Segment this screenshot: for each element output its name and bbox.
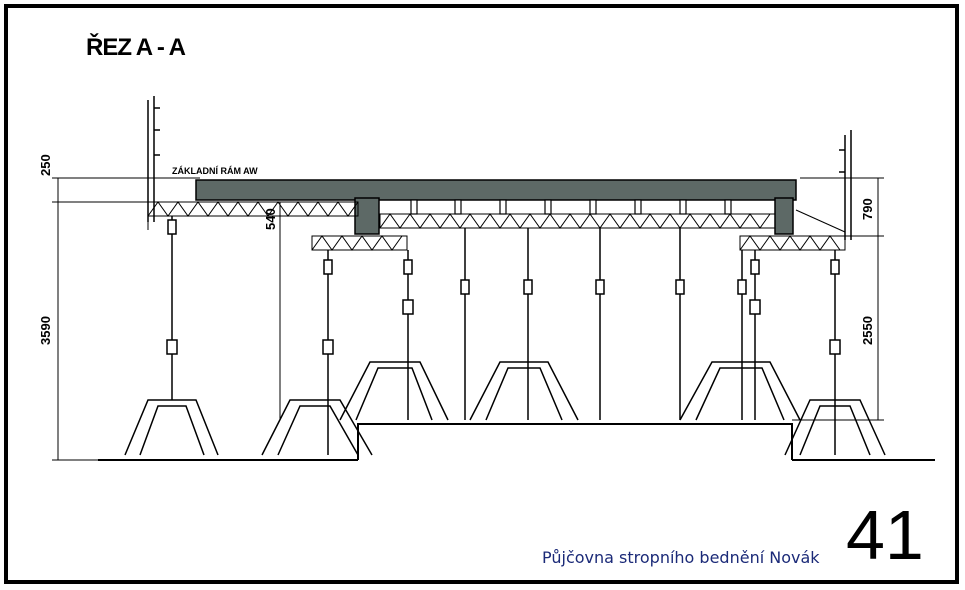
dimension-lines: [52, 177, 884, 461]
dim-250: 250: [38, 154, 53, 176]
ground: [98, 423, 935, 461]
section-title: ŘEZ A - A: [86, 34, 186, 61]
tripod-bases: [124, 361, 886, 456]
company-name: Půjčovna stropního bednění Novák: [542, 548, 820, 567]
truss-beams: [147, 201, 846, 251]
page-frame: [4, 4, 959, 584]
concrete-slab: [195, 179, 797, 235]
frame-label: ZÁKLADNÍ RÁM AW: [172, 166, 258, 176]
right-guard-rail: [839, 130, 852, 240]
page-number: 41: [846, 496, 924, 574]
dim-790: 790: [860, 198, 875, 220]
dim-2550: 2550: [860, 316, 875, 345]
props: [166, 216, 841, 455]
beam-clamps: [410, 199, 732, 215]
dim-3590: 3590: [38, 316, 53, 345]
dim-540: 540: [263, 208, 278, 230]
